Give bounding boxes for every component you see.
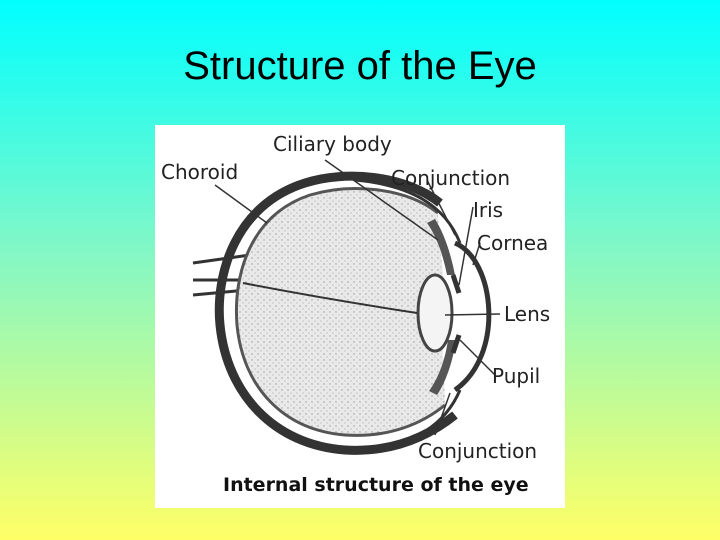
vitreous-body [250, 198, 445, 422]
conjunction-bottom-leader [434, 392, 451, 436]
conjunctiva-top [354, 178, 462, 244]
eye-diagram-svg: Ciliary body Choroid Conjunction Iris Co… [161, 132, 550, 496]
label-conjunction-top: Conjunction [391, 166, 510, 190]
lens [416, 273, 454, 353]
optical-axis [242, 282, 418, 314]
pupil-leader [459, 339, 496, 376]
cornea-leader [472, 242, 481, 266]
iris-leader [458, 206, 474, 286]
diagram-caption: Internal structure of the eye [223, 474, 529, 496]
label-ciliary-body: Ciliary body [273, 132, 392, 156]
label-conjunction-bottom: Conjunction [418, 439, 537, 463]
cornea [453, 240, 492, 393]
label-lens: Lens [504, 302, 550, 326]
conjunctiva-bottom [369, 389, 462, 452]
lens-leader [444, 313, 501, 316]
ciliary-body-top [427, 219, 455, 275]
label-cornea: Cornea [477, 231, 548, 255]
conjunction-top-leader [426, 179, 456, 236]
choroid-leader [214, 184, 268, 224]
iris [450, 274, 462, 354]
slide-title: Structure of the Eye [183, 44, 537, 88]
ciliary-body-bottom [429, 340, 456, 395]
eye-diagram: Ciliary body Choroid Conjunction Iris Co… [155, 125, 565, 508]
ciliary-body-leader [324, 159, 439, 241]
label-pupil: Pupil [492, 364, 540, 388]
label-iris: Iris [473, 198, 503, 222]
label-choroid: Choroid [161, 160, 238, 184]
